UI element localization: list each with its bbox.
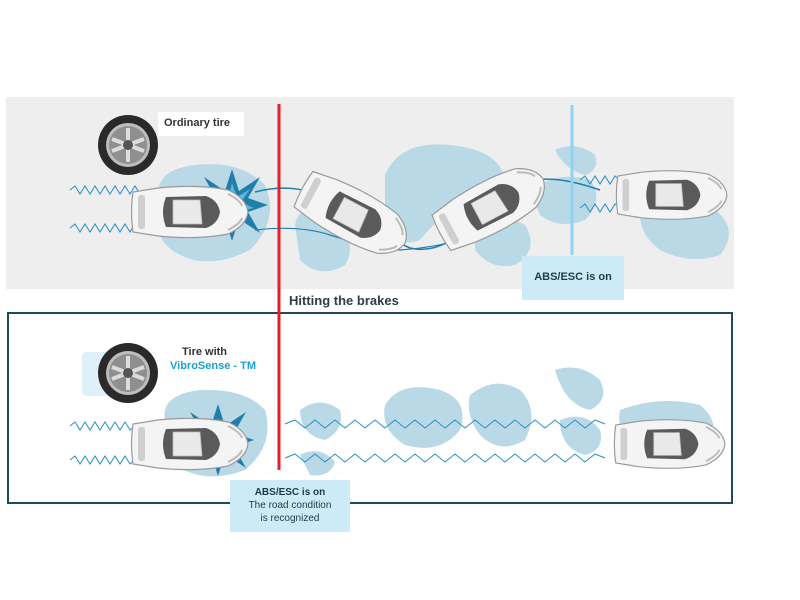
bottom-abs-line1: ABS/ESC is on — [254, 487, 326, 498]
bottom-tire-traces — [69, 419, 606, 465]
top-tire-icon — [96, 113, 160, 177]
top-abs-box: ABS/ESC is on — [522, 256, 624, 300]
top-tire-label: Ordinary tire — [164, 117, 231, 129]
top-tire-label-box: Ordinary tire — [158, 112, 244, 136]
bottom-tire-icon — [96, 341, 160, 405]
bottom-abs-box: ABS/ESC is on The road condition is reco… — [230, 480, 350, 532]
bottom-abs-line2: The road condition — [248, 500, 332, 511]
brake-label: Hitting the brakes — [289, 293, 399, 308]
bottom-scenario-frame — [7, 312, 733, 504]
bottom-tire-label-line2: VibroSense - TM — [170, 360, 256, 372]
top-abs-label: ABS/ESC is on — [534, 271, 612, 283]
bottom-tire-label-line1: Tire with — [182, 346, 228, 358]
bottom-car-start-icon — [130, 417, 249, 471]
bottom-car-end-icon — [613, 418, 726, 470]
top-car-end-icon — [615, 169, 728, 221]
bottom-abs-line3: is recognized — [260, 513, 320, 524]
bottom-tire-label-box: Tire with VibroSense - TM — [160, 340, 268, 378]
top-car-start-icon — [130, 185, 249, 239]
